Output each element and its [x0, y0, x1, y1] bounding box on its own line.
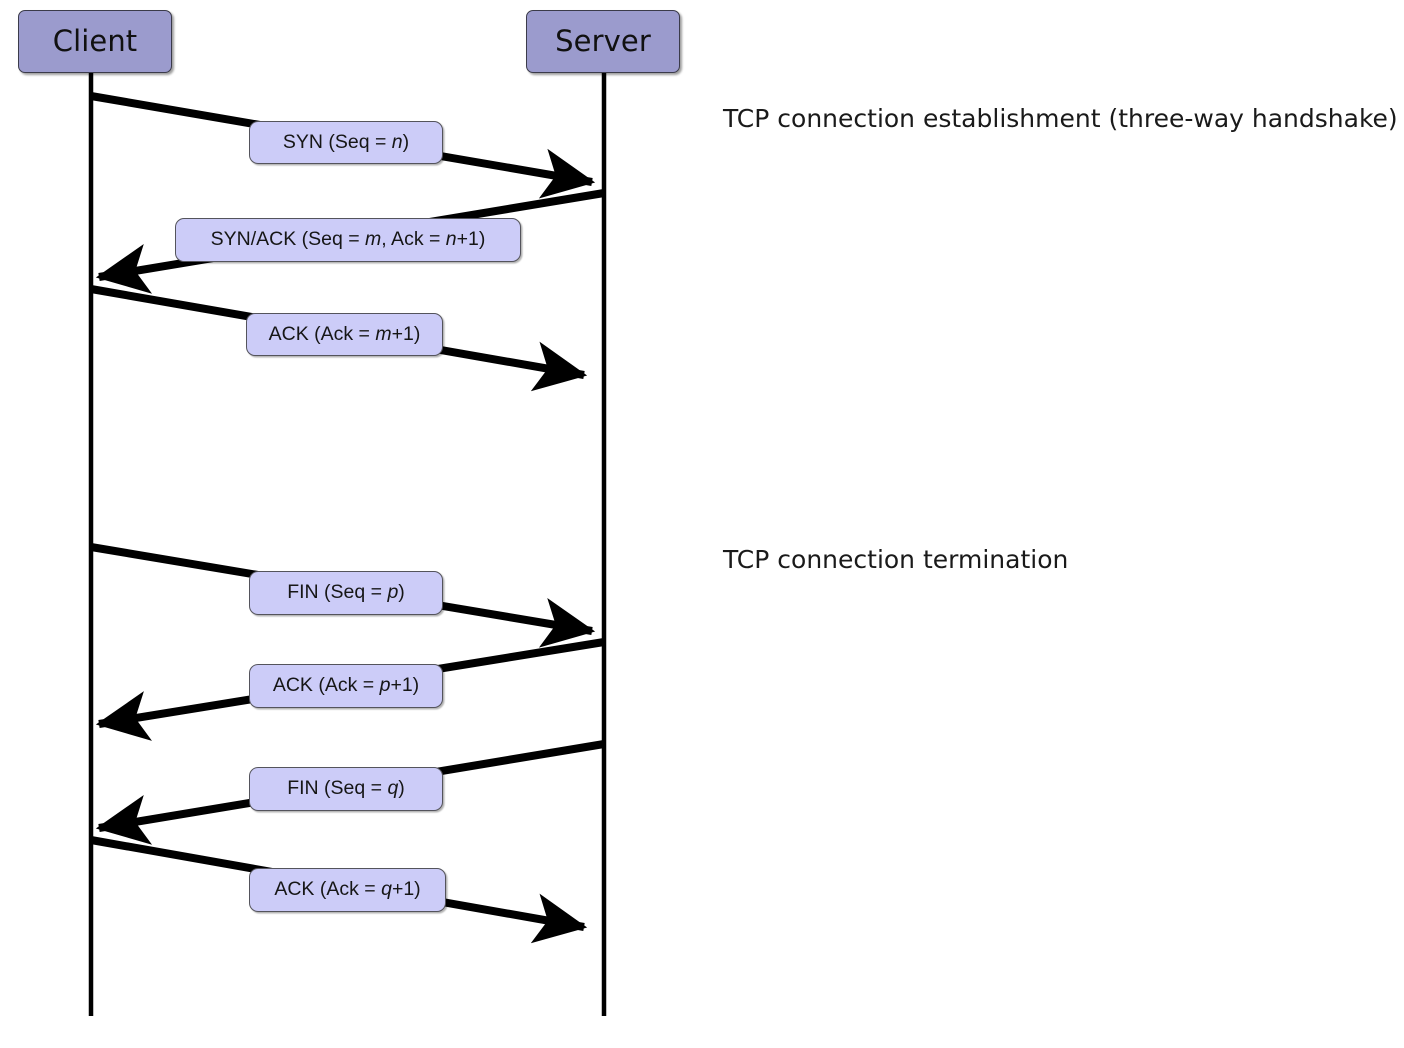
- participant-client-label: Client: [52, 24, 138, 58]
- message-box-fin-q[interactable]: FIN (Seq = q): [249, 767, 443, 811]
- message-box-ack-q1[interactable]: ACK (Ack = q+1): [249, 868, 446, 912]
- lifelines-group: [88, 73, 607, 1016]
- annotation-establishment: TCP connection establishment (three-way …: [723, 104, 1398, 133]
- participant-server-label: Server: [555, 24, 651, 58]
- message-box-ack-p1[interactable]: ACK (Ack = p+1): [249, 664, 443, 708]
- message-label-syn-ack: SYN/ACK (Seq = m, Ack = n+1): [210, 228, 486, 251]
- message-label-ack-q1: ACK (Ack = q+1): [274, 878, 421, 901]
- message-label-fin-q: FIN (Seq = q): [287, 777, 405, 800]
- message-box-syn-ack[interactable]: SYN/ACK (Seq = m, Ack = n+1): [175, 218, 521, 262]
- message-label-syn: SYN (Seq = n): [282, 130, 410, 153]
- message-box-ack-m1[interactable]: ACK (Ack = m+1): [246, 313, 443, 356]
- participant-server[interactable]: Server: [526, 10, 680, 73]
- message-box-syn[interactable]: SYN (Seq = n): [249, 121, 443, 164]
- annotation-termination: TCP connection termination: [723, 545, 1069, 574]
- participant-client[interactable]: Client: [18, 10, 172, 73]
- message-label-ack-m1: ACK (Ack = m+1): [268, 322, 421, 345]
- message-label-fin-p: FIN (Seq = p): [287, 581, 405, 604]
- message-box-fin-p[interactable]: FIN (Seq = p): [249, 571, 443, 615]
- message-label-ack-p1: ACK (Ack = p+1): [272, 674, 420, 697]
